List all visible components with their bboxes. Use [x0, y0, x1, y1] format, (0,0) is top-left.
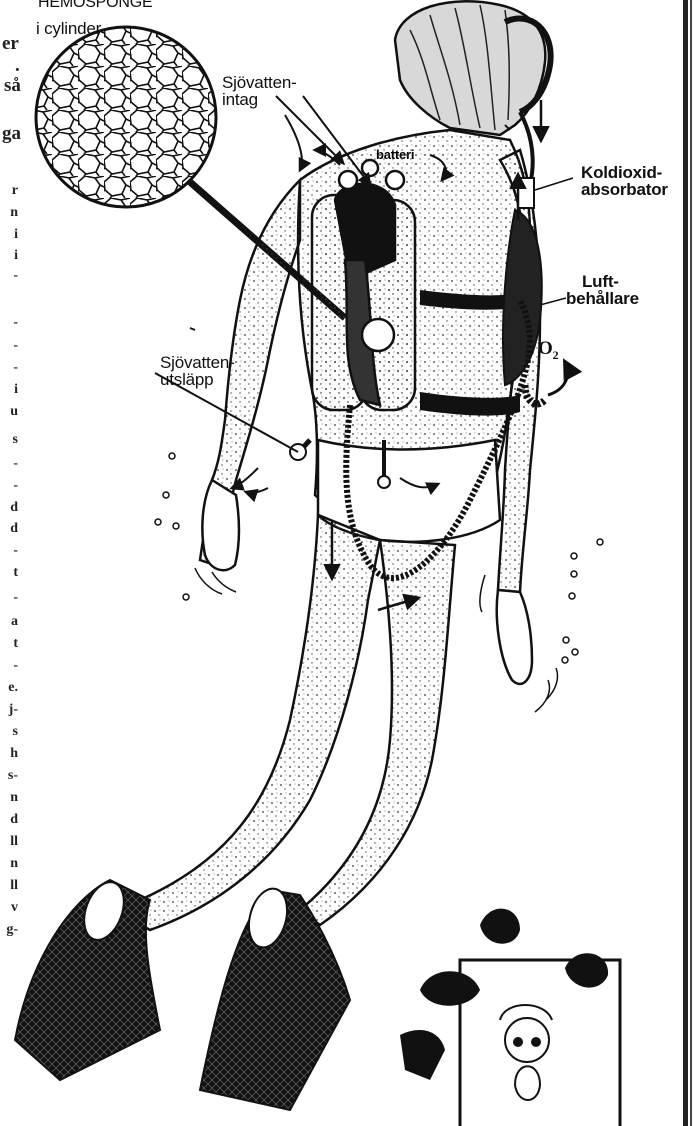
o2-subscript: 2 [553, 348, 559, 362]
column-text-top-2: så [4, 75, 21, 97]
koldioxid-absorbator-label: Koldioxid- absorbator [581, 164, 668, 198]
o2-letter: O [538, 338, 553, 359]
page-edge-rule [683, 0, 688, 1126]
hoses [290, 300, 545, 578]
o2-label: O2 [538, 340, 558, 364]
column-text-line: - [13, 658, 18, 674]
column-text-line: s- [8, 768, 18, 784]
diver-fins [15, 877, 350, 1110]
column-text-line: v [11, 900, 18, 916]
sjovatten-intag-label: Sjövatten- intag [222, 74, 297, 108]
column-text-line: e. [8, 680, 18, 696]
column-text-line: u [10, 404, 18, 420]
column-text-line: i [14, 227, 18, 243]
corner-cartoon [400, 909, 620, 1126]
column-text-line: d [10, 521, 18, 537]
column-text-line: r [12, 183, 18, 199]
column-text-line: j- [9, 702, 18, 718]
luft-behallare-label: Luft- behållare [566, 273, 639, 307]
batteri-label: batteri [376, 146, 414, 163]
utslapp-line1: Sjövatten- [160, 354, 235, 371]
column-text-line: i [14, 382, 18, 398]
sjovatten-intag-line2: intag [222, 91, 297, 108]
column-text-line: n [10, 205, 18, 221]
luft-line2: behållare [566, 290, 639, 307]
cylinder-label: i cylinder [36, 20, 101, 37]
column-text-line: - [13, 268, 18, 284]
sjovatten-intag-line1: Sjövatten- [222, 74, 297, 91]
column-text-line: a [11, 614, 18, 630]
column-text-line: - [13, 456, 18, 472]
column-text-line: - [13, 543, 18, 559]
hemosponge-cylinders [312, 160, 415, 410]
hemosponge-label: HEMOSPONGE [38, 0, 152, 11]
column-text-line: - [13, 590, 18, 606]
column-text-top-3: ga [2, 123, 21, 145]
co2-absorber [518, 178, 534, 208]
column-text-line: d [10, 812, 18, 828]
bubbles [155, 453, 603, 663]
column-text-line: - [13, 360, 18, 376]
column-text-line: i [14, 248, 18, 264]
column-text-line: - [13, 338, 18, 354]
air-container-bag [503, 210, 542, 385]
diver-body [115, 130, 540, 930]
column-text-line: ll [10, 834, 18, 850]
utslapp-line2: utsläpp [160, 371, 235, 388]
motion-lines [195, 568, 558, 712]
column-text-line: n [10, 856, 18, 872]
page-edge-rule-thin [690, 0, 692, 1126]
harness-straps [420, 290, 527, 416]
column-text-line: s [13, 432, 18, 448]
column-text-line: g- [6, 922, 18, 938]
hemosponge-magnifier [36, 27, 345, 318]
column-text-line: - [13, 315, 18, 331]
column-text-line: s [13, 724, 18, 740]
column-text-line: t [13, 636, 18, 652]
column-text-top-1: . [15, 55, 20, 77]
diver-head [395, 1, 551, 205]
column-text-line: ll [10, 878, 18, 894]
column-text-line: h [10, 746, 18, 762]
sjovatten-utslapp-label: Sjövatten- utsläpp [160, 354, 235, 388]
koldioxid-line2: absorbator [581, 181, 668, 198]
luft-line1: Luft- [566, 273, 639, 290]
column-text-line: - [13, 478, 18, 494]
column-text-line: n [10, 790, 18, 806]
column-text-line: t [13, 565, 18, 581]
column-text-top-0: er [2, 33, 19, 55]
koldioxid-line1: Koldioxid- [581, 164, 668, 181]
column-text-line: d [10, 500, 18, 516]
